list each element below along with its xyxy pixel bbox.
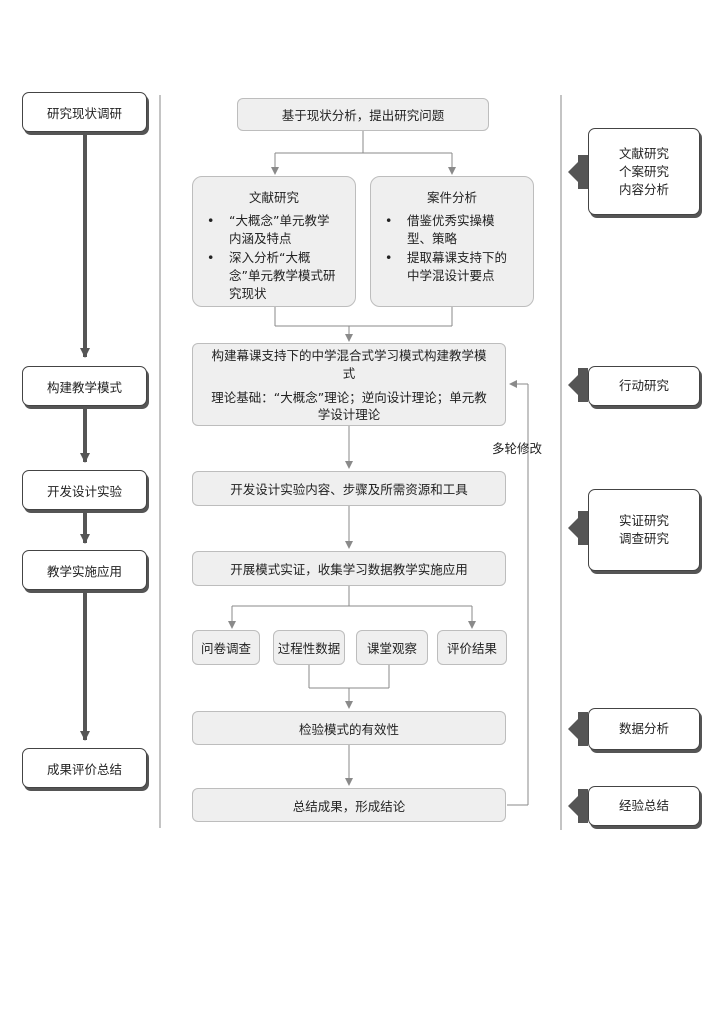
research-question-box: 基于现状分析，提出研究问题 — [237, 98, 489, 131]
data-item-process-data: 过程性数据 — [273, 630, 345, 665]
flow-lines — [228, 131, 529, 806]
case-analysis-box: 案件分析 借鉴优秀实操模型、策略 提取幕课支持下的中学混设计要点 — [370, 176, 534, 307]
literature-research-box: 文献研究 “大概念”单元教学内涵及特点 深入分析“大概念”单元教学模式研究现状 — [192, 176, 356, 307]
method-label: 经验总结 — [618, 798, 669, 813]
method-label: 内容分析 — [618, 181, 669, 197]
method-experience-summary: 经验总结 — [588, 786, 700, 826]
method-empirical-survey: 实证研究 调查研究 — [588, 489, 700, 571]
method-pointers — [568, 155, 588, 823]
stage-develop-experiment: 开发设计实验 — [22, 470, 147, 510]
data-item-classroom-observation: 课堂观察 — [356, 630, 428, 665]
theory-basis: 理论基础：“大概念”理论；逆向设计理论；单元教学设计理论 — [211, 389, 487, 422]
case-title: 案件分析 — [426, 190, 477, 205]
method-label: 实证研究 — [618, 513, 669, 528]
summary-box: 总结成果，形成结论 — [192, 788, 506, 822]
stage-evaluation-summary: 成果评价总结 — [22, 748, 147, 788]
verify-box: 检验模式的有效性 — [192, 711, 506, 745]
method-label: 数据分析 — [618, 721, 669, 736]
loop-label: 多轮修改 — [492, 441, 543, 456]
method-label: 调查研究 — [618, 531, 669, 546]
implement-box: 开展模式实证，收集学习数据教学实施应用 — [192, 551, 506, 586]
literature-item: “大概念”单元教学内涵及特点 — [207, 212, 341, 248]
data-item-questionnaire: 问卷调查 — [192, 630, 260, 665]
stage-survey: 研究现状调研 — [22, 92, 147, 132]
develop-experiment-box: 开发设计实验内容、步骤及所需资源和工具 — [192, 471, 506, 506]
case-item: 借鉴优秀实操模型、策略 — [385, 212, 519, 248]
build-model-box: 构建幕课支持下的中学混合式学习模式构建教学模式 理论基础：“大概念”理论；逆向设… — [192, 343, 506, 426]
method-action-research: 行动研究 — [588, 366, 700, 406]
stage-build-model: 构建教学模式 — [22, 366, 147, 406]
method-label: 文献研究 — [618, 145, 669, 161]
method-literature-case-content: 文献研究 个案研究 内容分析 — [588, 128, 700, 215]
method-label: 行动研究 — [618, 378, 669, 393]
stage-teaching-application: 教学实施应用 — [22, 550, 147, 590]
literature-item: 深入分析“大概念”单元教学模式研究现状 — [207, 249, 341, 303]
data-item-evaluation-results: 评价结果 — [437, 630, 507, 665]
method-label: 个案研究 — [618, 163, 669, 179]
literature-title: 文献研究 — [248, 190, 299, 205]
build-model-title: 构建幕课支持下的中学混合式学习模式构建教学模式 — [211, 347, 487, 381]
case-item: 提取幕课支持下的中学混设计要点 — [385, 249, 519, 285]
method-data-analysis: 数据分析 — [588, 708, 700, 750]
